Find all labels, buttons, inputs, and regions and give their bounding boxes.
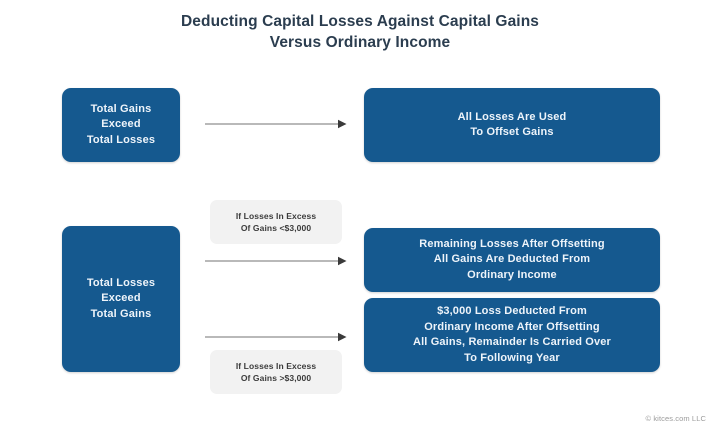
page-title-line-1: Deducting Capital Losses Against Capital… [180,13,539,30]
condition-label-line: If Losses In Excess [235,361,317,371]
arrow-right-icon [205,255,347,267]
node-total-losses-exceed-total-gains: Total Losses Exceed Total Gains [62,226,180,372]
node-total-gains-exceed-total-losses: Total Gains Exceed Total Losses [62,88,180,162]
footer-credit: © kitces.com LLC [645,414,706,423]
node-line: All Losses Are Used [457,110,567,123]
condition-label-line: Of Gains <$3,000 [240,223,312,233]
node-line: To Offset Gains [470,126,554,138]
node-line: All Gains Are Deducted From [433,253,591,266]
node-remaining-losses-deducted-from-ordinary-income: Remaining Losses After Offsetting All Ga… [364,228,660,292]
node-line: Exceed [101,292,141,305]
page-title: Deducting Capital Losses Against Capital… [0,11,720,53]
node-line: Total Gains [90,102,152,115]
node-line: Total Losses [86,133,156,146]
condition-label-line: If Losses In Excess [235,211,317,221]
node-all-losses-are-used-to-offset-gains: All Losses Are Used To Offset Gains [364,88,660,162]
node-line: Remaining Losses After Offsetting [419,237,605,250]
node-line: Total Gains [90,307,152,320]
node-line: Total Losses [86,276,156,289]
condition-label-losses-over-3000: If Losses In Excess Of Gains >$3,000 [210,350,342,394]
node-line: Exceed [101,118,141,131]
page-title-line-2: Versus Ordinary Income [269,34,451,51]
arrow-right-icon [205,118,347,130]
node-line: Ordinary Income After Offsetting [424,320,600,333]
condition-label-losses-under-3000: If Losses In Excess Of Gains <$3,000 [210,200,342,244]
node-3000-loss-deducted-remainder-carried-over: $3,000 Loss Deducted From Ordinary Incom… [364,298,660,372]
node-line: To Following Year [464,351,560,364]
node-line: Ordinary Income [467,268,557,281]
node-line: All Gains, Remainder Is Carried Over [413,336,611,348]
condition-label-line: Of Gains >$3,000 [240,373,312,383]
node-line: $3,000 Loss Deducted From [437,305,587,317]
arrow-right-icon [205,331,347,343]
